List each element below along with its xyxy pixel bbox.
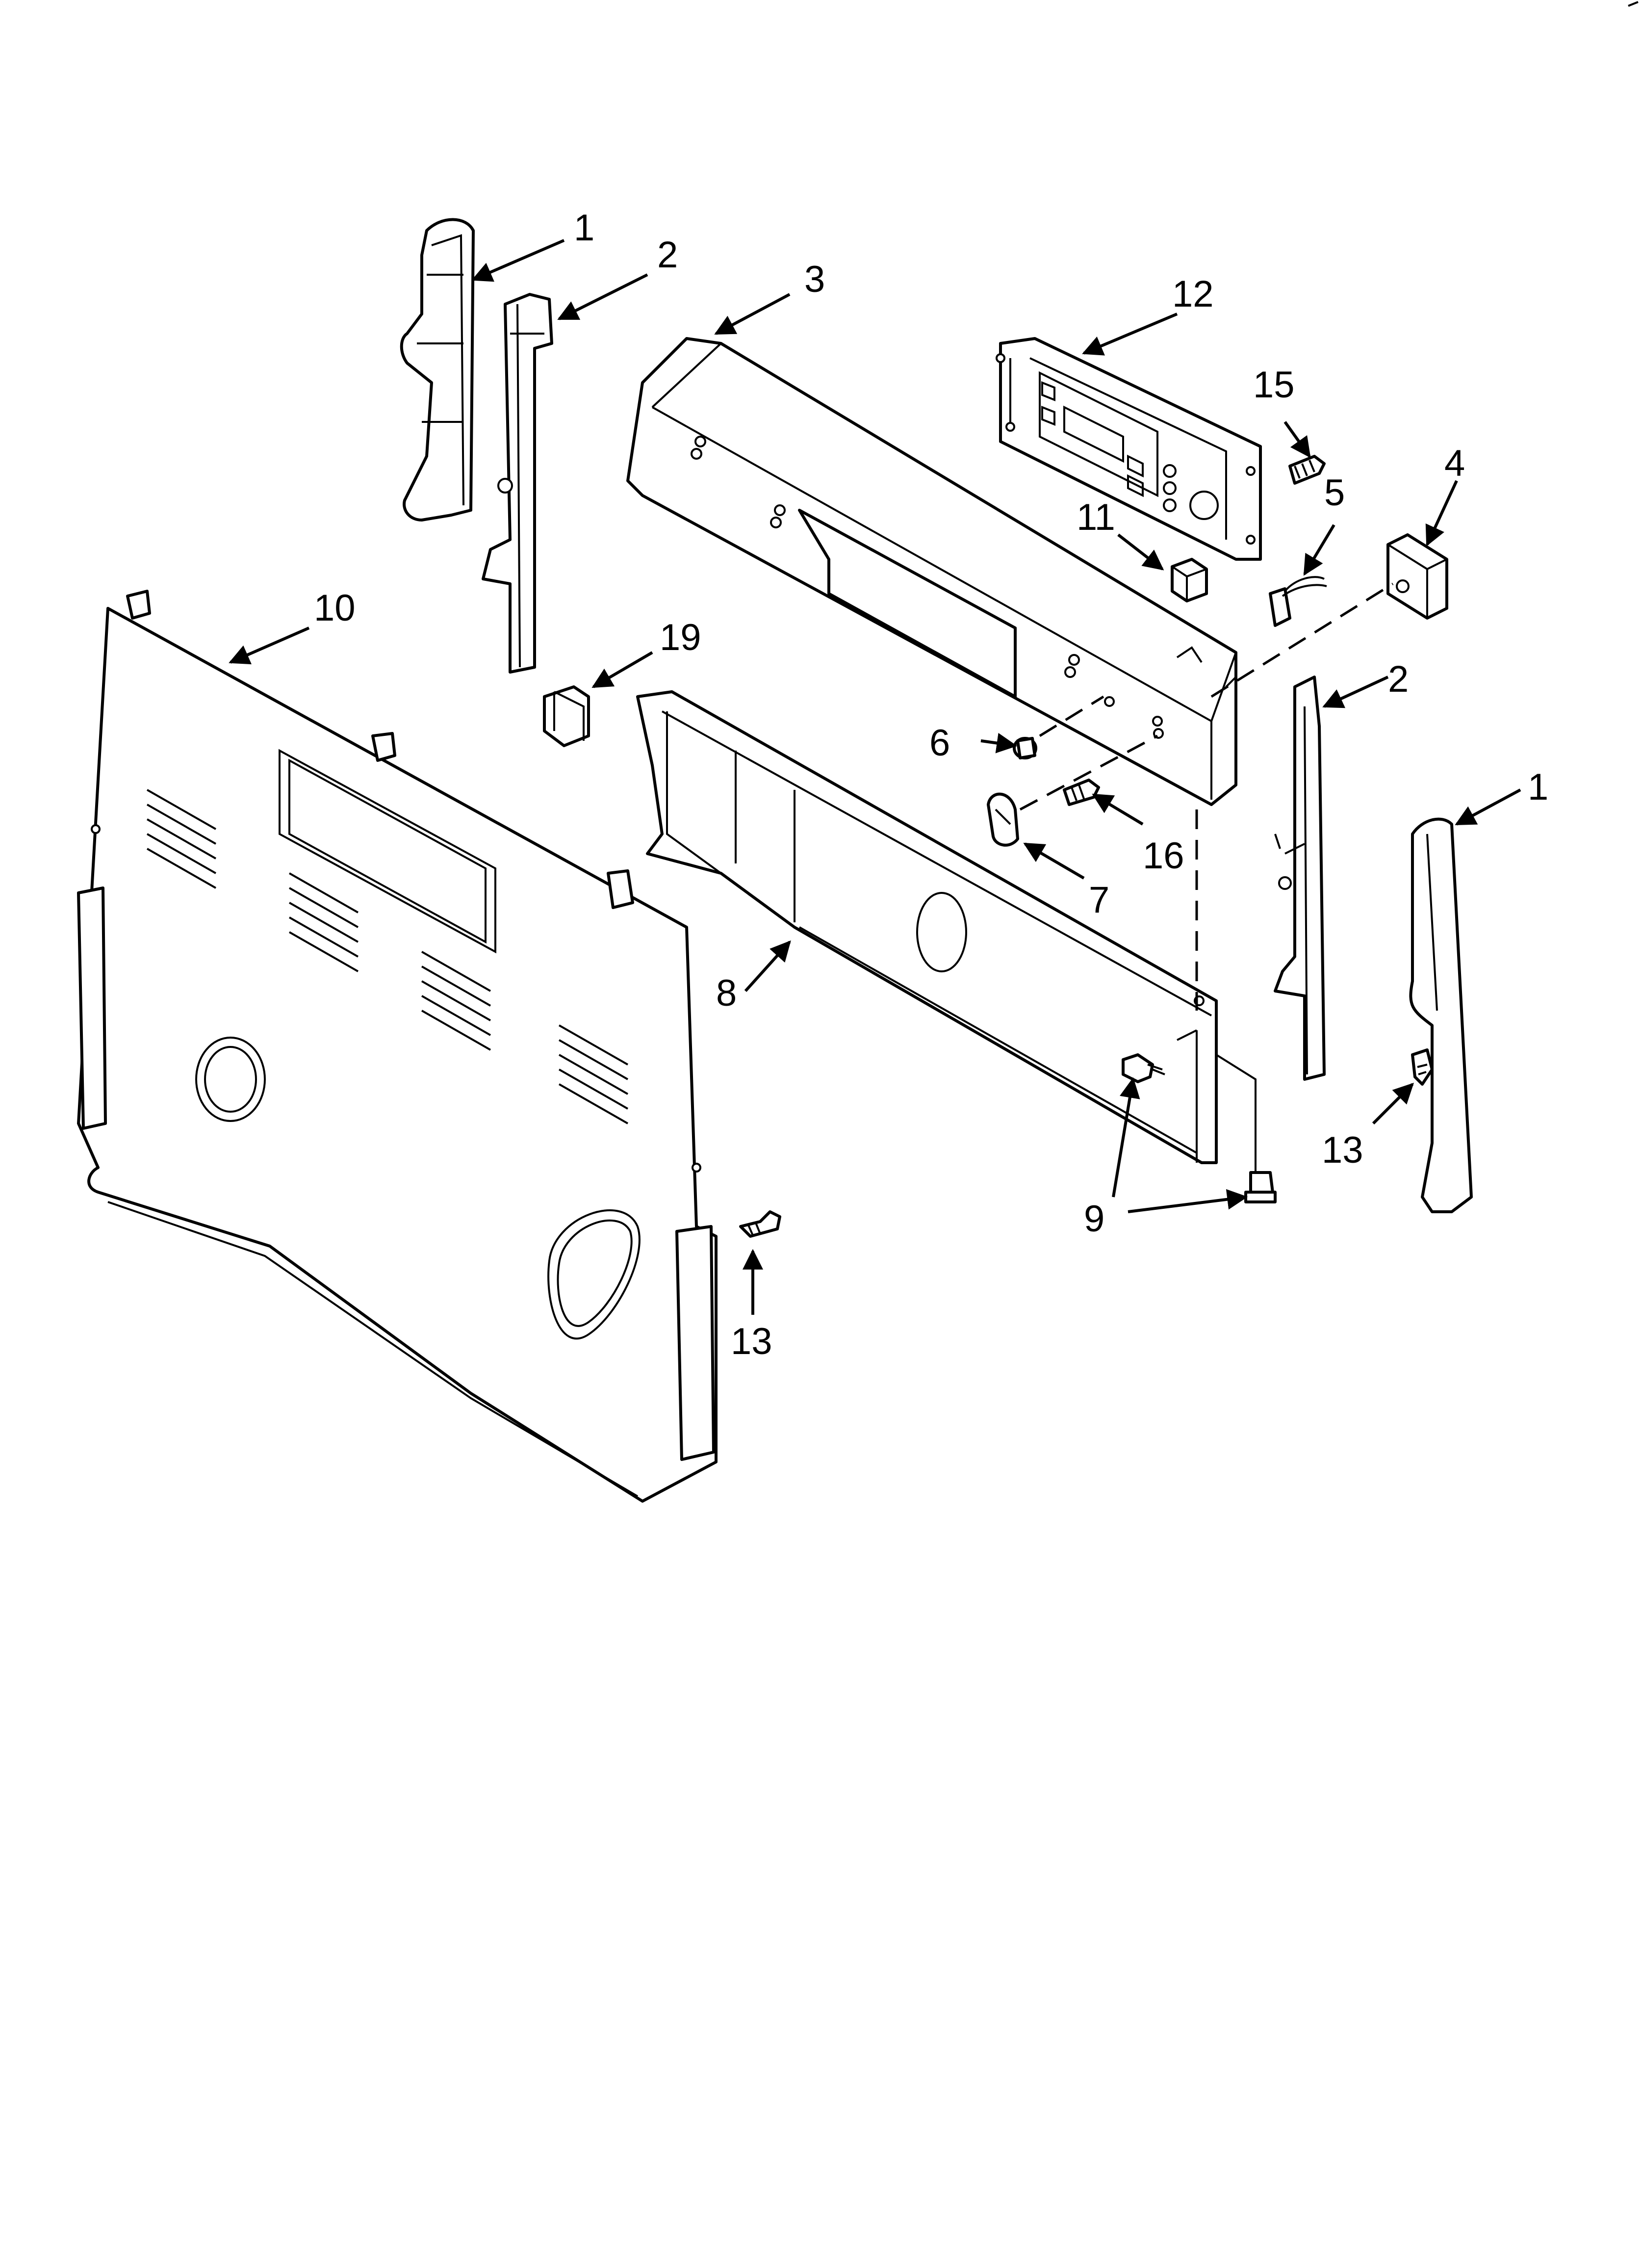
callout-13-right: 13 — [1322, 1129, 1363, 1171]
part-screw-15 — [1288, 455, 1326, 485]
part-screw-16 — [1063, 779, 1100, 806]
callout-2-top-left: 2 — [657, 234, 678, 276]
callout-8: 8 — [716, 972, 737, 1014]
part-rear-panel — [77, 590, 718, 1503]
part-end-cap-left — [400, 218, 475, 521]
part-switch-11 — [1171, 558, 1208, 602]
callout-15: 15 — [1253, 364, 1295, 406]
part-side-bracket-left — [482, 293, 553, 674]
part-screw-9a — [1122, 1053, 1165, 1083]
part-end-cap-right — [1409, 817, 1473, 1213]
alignment-line-knob — [1019, 734, 1158, 811]
part-electronic-control — [996, 337, 1262, 561]
callout-1-right: 1 — [1528, 766, 1548, 808]
part-side-bracket-right — [1274, 676, 1326, 1081]
callout-13-left: 13 — [731, 1321, 772, 1362]
leader-lines — [229, 239, 1521, 1315]
part-control-panel — [626, 337, 1237, 806]
callout-11: 11 — [1077, 496, 1115, 538]
part-19 — [543, 685, 590, 747]
callout-1-top-left: 1 — [574, 207, 594, 249]
callout-6: 6 — [929, 722, 950, 764]
callout-4: 4 — [1444, 443, 1465, 484]
corner-mark — [1628, 1, 1639, 7]
callout-9: 9 — [1084, 1198, 1104, 1240]
part-button-6 — [1013, 737, 1037, 759]
callout-10: 10 — [314, 587, 356, 629]
part-wire-harness — [1269, 576, 1327, 627]
part-knob-7 — [987, 792, 1019, 847]
alignment-line-button — [1039, 695, 1104, 737]
part-screw-9b — [1244, 1171, 1277, 1203]
callout-12: 12 — [1172, 273, 1214, 315]
callout-19: 19 — [660, 617, 701, 658]
callout-5: 5 — [1324, 472, 1345, 514]
callout-7: 7 — [1089, 879, 1109, 921]
callout-3: 3 — [804, 259, 825, 300]
alignment-line-switch — [1210, 582, 1394, 698]
part-screw-13a — [739, 1210, 781, 1238]
callout-16: 16 — [1143, 835, 1184, 877]
part-switch-4 — [1386, 533, 1448, 620]
callout-2-right: 2 — [1388, 658, 1409, 700]
part-lower-panel — [636, 690, 1257, 1173]
part-screw-13b — [1411, 1048, 1434, 1086]
